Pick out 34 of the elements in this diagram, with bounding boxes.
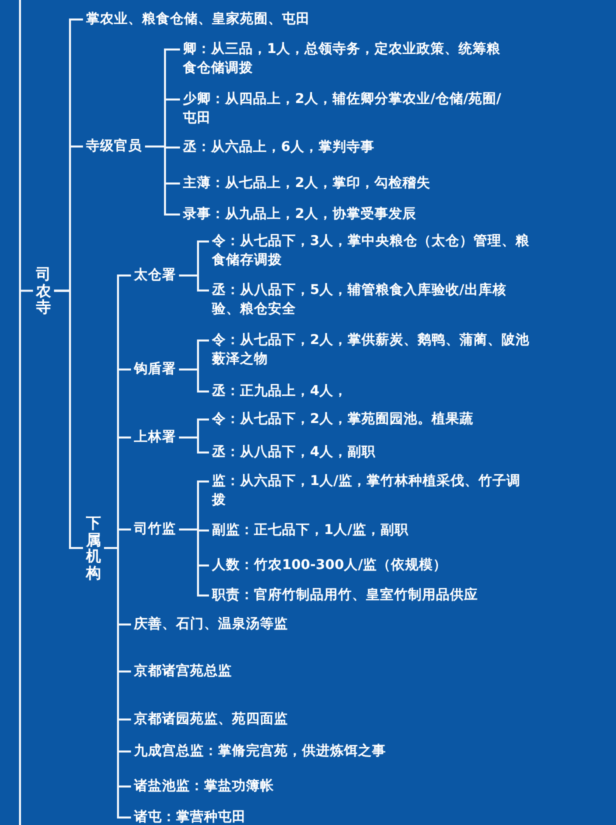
node-label: 丞：从八品下，4人，副职: [212, 443, 532, 462]
node-label: 少卿：从四品上，2人，辅佐卿分掌农业/仓储/苑囿/屯田: [183, 90, 503, 128]
node-label: 太仓署: [134, 266, 194, 285]
node-label: 令：从七品下，3人，掌中央粮仓（太仓）管理、粮食储存调拨: [212, 232, 532, 270]
node-label: 寺级官员: [86, 137, 156, 156]
node-label: 京都诸宫苑总监: [134, 662, 434, 681]
node-label: 九成宫总监：掌脩完宫苑，供进炼饵之事: [134, 742, 464, 761]
node-label: 监：从六品下，1人/监，掌竹林种植采伐、竹子调拨: [212, 472, 532, 510]
node-label: 丞：从八品下，5人，辅管粮食入库验收/出库核验、粮仓安全: [212, 281, 532, 319]
tree-connector: [54, 290, 83, 549]
node-label: 诸屯：掌营种屯田: [134, 808, 434, 825]
node-label: 司竹监: [134, 520, 194, 539]
node-label: 下属机构: [86, 515, 101, 581]
node-label: 人数：竹农100-300人/监（依规模）: [212, 556, 532, 575]
tree-connector: [179, 274, 209, 292]
node-label: 上林署: [134, 428, 194, 447]
node-label: 令：从七品下，2人，掌苑囿园池。植果蔬: [212, 410, 532, 429]
node-label: 钩盾署: [134, 360, 194, 379]
node-label: 主薄：从七品上，2人，掌印，勾检稽失: [183, 174, 503, 193]
node-label: 副监：正七品下，1人/监，副职: [212, 521, 532, 540]
node-label: 掌农业、粮食仓储、皇家苑囿、屯田: [86, 10, 416, 29]
node-label: 庆善、石门、温泉汤等监: [134, 615, 434, 634]
tree-connector: [145, 146, 180, 216]
node-label: 京都诸园苑监、苑四面监: [134, 710, 434, 729]
tree-connector: [179, 436, 209, 454]
node-label: 丞：正九品上，4人，: [212, 382, 532, 401]
node-label: 令：从七品下，2人，掌供薪炭、鹅鸭、蒲蔺、陂池薮泽之物: [212, 331, 532, 369]
node-label: 录事：从九品上，2人，协掌受事发辰: [183, 205, 503, 224]
tree-connector: [19, 0, 34, 825]
node-label: 司农寺: [36, 266, 51, 316]
node-label: 卿：从三品，1人，总领寺务，定农业政策、统筹粮食仓储调拨: [183, 40, 503, 78]
node-label: 丞：从六品上，6人，掌判寺事: [183, 138, 503, 157]
node-label: 诸盐池监：掌盐功簿帐: [134, 777, 434, 796]
node-label: 职责：官府竹制品用竹、皇室竹制用品供应: [212, 586, 532, 605]
